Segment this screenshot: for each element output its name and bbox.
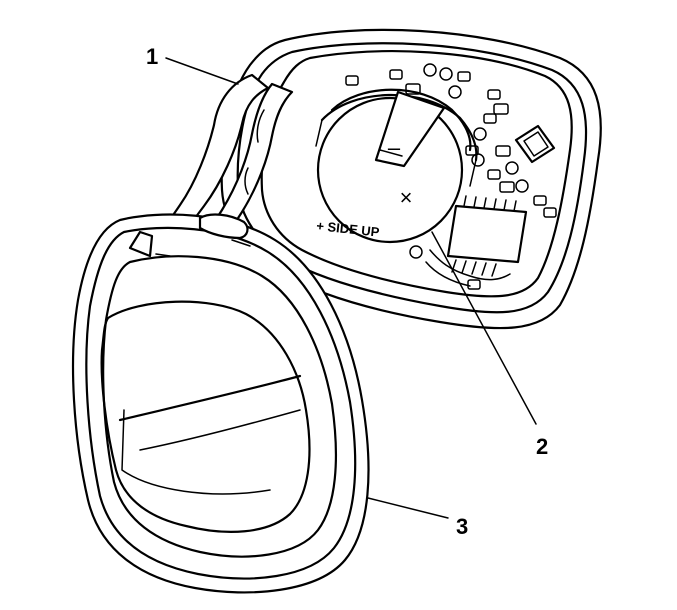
via-pad [409,245,423,259]
ic-chip [425,195,528,287]
leader-line-2 [431,231,537,425]
smd-pad [499,181,515,193]
battery-minus-mark: – [388,135,401,160]
smd-pad [493,103,509,115]
smd-pad [495,145,511,157]
smd-pad [487,89,501,100]
smd-pad [389,69,403,80]
leader-line-3 [367,497,449,519]
push-switch [514,124,556,164]
via-pad [505,161,519,175]
smd-pad [533,195,547,206]
via-pad [515,179,529,193]
via-pad [439,67,453,81]
callout-leaders [165,57,537,519]
smd-pad [465,145,479,156]
battery-plus-mark: × [400,185,413,210]
leader-line-1 [165,57,239,85]
smd-pad [543,207,557,218]
smd-pad [467,279,481,290]
fob-housing-front [71,213,370,594]
smd-pad [345,75,359,86]
callout-1: 1 [146,44,158,69]
polarity-label: + SIDE UP [316,218,381,240]
callout-3: 3 [456,514,468,539]
smd-pad [487,169,501,180]
via-pad [423,63,437,77]
smd-pad [457,71,471,82]
smd-pad [405,83,421,95]
callout-2: 2 [536,434,548,459]
coin-battery: – × [315,88,478,244]
via-pad [448,85,462,99]
via-pad [473,127,487,141]
circuit-board: – × + SIDE UP [315,63,557,290]
smd-pad [483,113,497,124]
via-pad [471,153,485,167]
